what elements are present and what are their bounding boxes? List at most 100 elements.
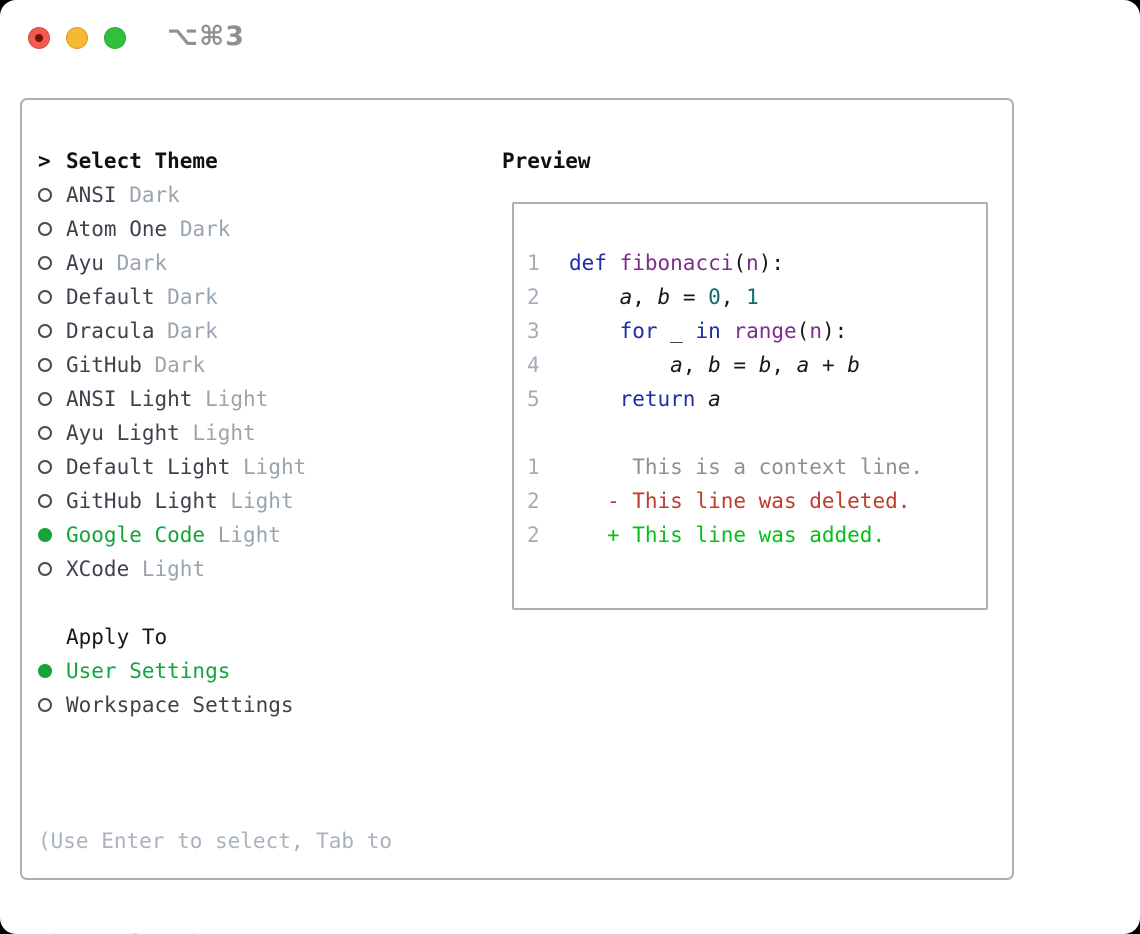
theme-option[interactable]: Ayu Dark (38, 246, 392, 280)
marker (38, 426, 66, 440)
add-token: + This line was added. (606, 523, 886, 547)
plain-token: , (682, 353, 709, 377)
fn-token: n (746, 251, 759, 275)
diff-line: 2 + This line was added. (527, 518, 986, 552)
theme-name: Atom One (66, 217, 168, 241)
plain-token (569, 285, 620, 309)
line-content: - This line was deleted. (569, 484, 910, 518)
theme-name: Ayu (66, 251, 104, 275)
line-content: a, b = b, a + b (569, 348, 860, 382)
line-content: + This line was added. (569, 518, 885, 552)
plain-token (569, 319, 620, 343)
apply-option-label: Workspace Settings (66, 693, 294, 717)
marker (38, 358, 66, 372)
plain-token: b (847, 353, 860, 377)
theme-option[interactable]: ANSI Light Light (38, 382, 392, 416)
theme-option[interactable]: GitHub Dark (38, 348, 392, 382)
theme-variant: Light (205, 387, 269, 411)
marker (38, 256, 66, 270)
line-number: 2 (527, 285, 540, 309)
keyboard-hint: (Use Enter to select, Tab to change focu… (38, 756, 392, 934)
fn-token: n (809, 319, 822, 343)
code-line: 3 for _ in range(n): (527, 314, 986, 348)
theme-name: Ayu Light (66, 421, 180, 445)
plain-token (658, 319, 671, 343)
plain-token (721, 319, 734, 343)
line-content: This is a context line. (569, 450, 923, 484)
marker (38, 562, 66, 576)
theme-name: Default (66, 285, 155, 309)
theme-variant: Dark (167, 285, 218, 309)
radio-icon (38, 324, 52, 338)
marker (38, 392, 66, 406)
theme-variant: Light (192, 421, 256, 445)
prompt-caret-icon: > (38, 149, 51, 173)
theme-variant: Dark (116, 251, 168, 275)
plain-token: , (632, 285, 658, 309)
zoom-button[interactable] (104, 27, 126, 49)
plain-token (569, 523, 607, 547)
line-number: 2 (527, 523, 540, 547)
theme-variant: Dark (179, 217, 231, 241)
theme-option[interactable]: Default Light Light (38, 450, 392, 484)
picker-title: Select Theme (66, 149, 218, 173)
theme-option[interactable]: Atom One Dark (38, 212, 392, 246)
theme-variant: Light (141, 557, 206, 581)
space (155, 314, 168, 348)
theme-name: XCode (66, 557, 130, 581)
theme-option[interactable]: Google Code Light (38, 518, 392, 552)
radio-icon (38, 426, 52, 440)
plain-token: a (708, 387, 721, 411)
radio-icon (38, 460, 52, 474)
plain-token (569, 353, 670, 377)
code-line: 5 return a (527, 382, 986, 416)
theme-option[interactable]: Dracula Dark (38, 314, 392, 348)
spacer (38, 586, 392, 620)
code-line: 2 a, b = 0, 1 (527, 280, 986, 314)
diff-line: 2 - This line was deleted. (527, 484, 986, 518)
ctx-token: This is a context line. (569, 455, 924, 479)
theme-option[interactable]: Ayu Light Light (38, 416, 392, 450)
picker-header-row: > Select Theme (38, 144, 392, 178)
line-number: 5 (527, 387, 540, 411)
theme-variant: Dark (154, 353, 206, 377)
space (155, 280, 168, 314)
line-content: for _ in range(n): (569, 314, 848, 348)
theme-name: GitHub Light (66, 489, 218, 513)
title-bar: ⌥⌘3 (0, 0, 1140, 78)
theme-option[interactable]: Default Dark (38, 280, 392, 314)
theme-option[interactable]: ANSI Dark (38, 178, 392, 212)
plain-token: = (670, 285, 709, 309)
marker (38, 222, 66, 236)
plain-token: a (670, 353, 683, 377)
theme-option[interactable]: GitHub Light Light (38, 484, 392, 518)
minimize-button[interactable] (66, 27, 88, 49)
space (218, 484, 231, 518)
marker (38, 460, 66, 474)
theme-option[interactable]: XCode Light (38, 552, 392, 586)
space (205, 518, 218, 552)
plain-token: b (708, 353, 721, 377)
plain-token: ( (733, 251, 747, 275)
line-number: 3 (527, 319, 540, 343)
theme-variant: Light (217, 523, 281, 547)
theme-name: ANSI Light (66, 387, 193, 411)
marker (38, 698, 66, 712)
apply-option[interactable]: User Settings (38, 654, 392, 688)
plain-token: ( (796, 319, 810, 343)
apply-to-header: Apply To (66, 625, 168, 649)
radio-icon (38, 358, 52, 372)
close-button[interactable] (28, 27, 50, 49)
fn-token: fibonacci (619, 251, 734, 275)
kw-token: def (569, 251, 607, 275)
space (129, 552, 142, 586)
line-number: 1 (527, 455, 540, 479)
apply-option-label: User Settings (66, 659, 231, 683)
plain-token (569, 387, 620, 411)
radio-icon (38, 562, 52, 576)
apply-option[interactable]: Workspace Settings (38, 688, 392, 722)
window-title: ⌥⌘3 (167, 21, 245, 52)
